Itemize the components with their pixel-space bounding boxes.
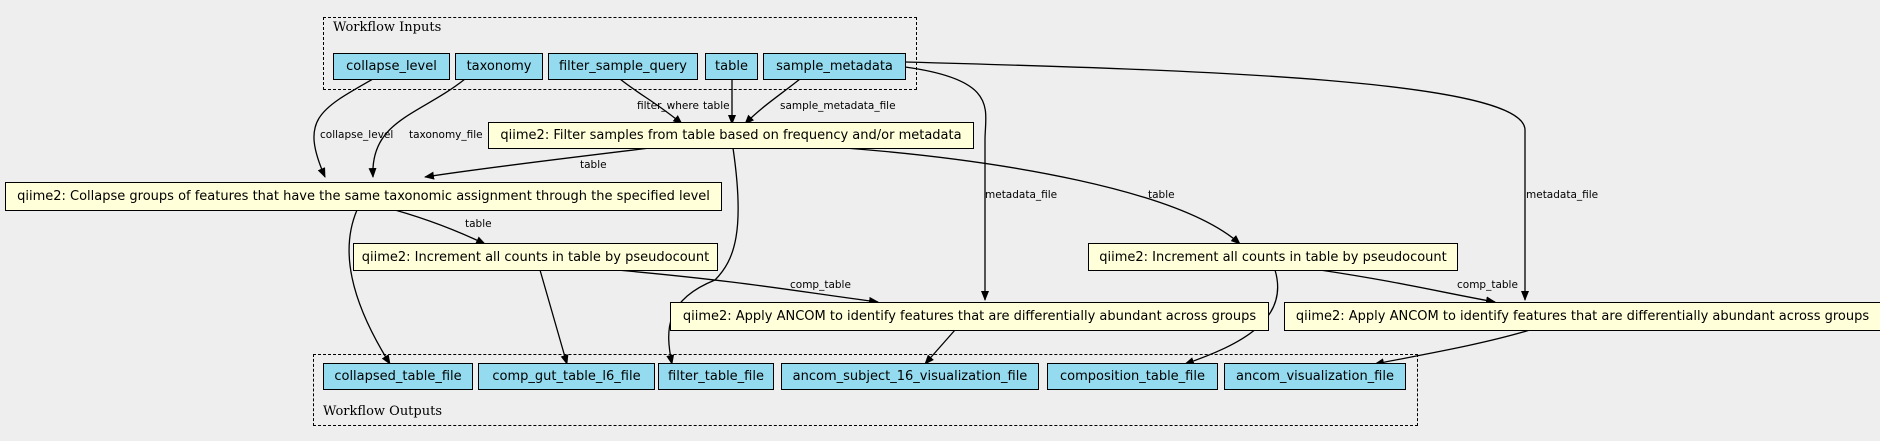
input-filter-sample-query[interactable]: filter_sample_query xyxy=(548,53,698,80)
workflow-inputs-cluster: Workflow Inputs xyxy=(323,17,917,90)
edge-filter-to-filter-out xyxy=(666,147,739,365)
edge-pseudo-left-to-comp-out xyxy=(539,269,569,365)
edge-label-metadata-file-middle: metadata_file xyxy=(985,189,1058,201)
edge-label-table-in: table xyxy=(703,100,730,112)
edge-label-metadata-file-right: metadata_file xyxy=(1526,189,1599,201)
edge-label-sample-metadata-file: sample_metadata_file xyxy=(780,100,896,112)
edge-taxonomy-to-collapse xyxy=(368,78,466,178)
edge-label-collapse-level: collapse_level xyxy=(320,129,394,141)
edge-metadata-to-ancom-right xyxy=(904,61,1529,301)
edge-filter-to-collapse xyxy=(424,147,651,180)
input-table[interactable]: table xyxy=(705,53,758,80)
workflow-inputs-title: Workflow Inputs xyxy=(333,20,442,35)
edge-ancom-right-to-ancomvis-out xyxy=(1374,329,1531,367)
output-ancom-subject-16-visualization-file[interactable]: ancom_subject_16_visualization_file xyxy=(781,363,1039,390)
edge-label-comp-table-right: comp_table xyxy=(1457,279,1518,291)
edge-collapse-level-to-collapse xyxy=(313,78,374,178)
step-ancom-right[interactable]: qiime2: Apply ANCOM to identify features… xyxy=(1284,302,1880,331)
edge-metadata-to-ancom-middle xyxy=(904,66,989,301)
input-taxonomy[interactable]: taxonomy xyxy=(455,53,543,80)
step-filter-samples[interactable]: qiime2: Filter samples from table based … xyxy=(488,122,974,149)
workflow-outputs-cluster: Workflow Outputs xyxy=(313,354,1418,426)
edge-filter-to-pseudo-right xyxy=(844,147,1241,245)
edge-metadata-to-filter xyxy=(744,78,801,125)
output-comp-gut-table-l6-file[interactable]: comp_gut_table_l6_file xyxy=(478,363,655,390)
edge-label-taxonomy-file: taxonomy_file xyxy=(409,129,483,141)
edge-label-table-to-pseudo-right: table xyxy=(1148,189,1175,201)
step-pseudocount-left[interactable]: qiime2: Increment all counts in table by… xyxy=(353,243,718,271)
edge-label-table-to-collapse: table xyxy=(580,159,607,171)
edge-ancom-middle-to-ancom16-out xyxy=(924,329,956,365)
step-collapse-taxa[interactable]: qiime2: Collapse groups of features that… xyxy=(5,182,722,211)
edge-label-comp-table-middle: comp_table xyxy=(790,279,851,291)
edge-label-table-to-pseudo-left: table xyxy=(465,218,492,230)
workflow-outputs-title: Workflow Outputs xyxy=(323,404,442,419)
edge-label-filter-where: filter_where xyxy=(637,100,699,112)
output-ancom-visualization-file[interactable]: ancom_visualization_file xyxy=(1224,363,1406,390)
edge-collapse-to-pseudo-left xyxy=(394,209,486,245)
output-composition-table-file[interactable]: composition_table_file xyxy=(1047,363,1218,390)
edge-collapse-to-collapsed-out xyxy=(348,209,391,365)
step-pseudocount-right[interactable]: qiime2: Increment all counts in table by… xyxy=(1088,243,1458,271)
edge-filter-query-to-filter xyxy=(619,78,683,125)
input-collapse-level[interactable]: collapse_level xyxy=(333,53,450,80)
step-ancom-middle[interactable]: qiime2: Apply ANCOM to identify features… xyxy=(670,302,1269,331)
output-collapsed-table-file[interactable]: collapsed_table_file xyxy=(323,363,473,390)
output-filter-table-file[interactable]: filter_table_file xyxy=(658,363,774,390)
edge-pseudo-right-to-ancom-right xyxy=(1319,269,1496,305)
edge-pseudo-left-to-ancom-middle xyxy=(616,269,879,305)
input-sample-metadata[interactable]: sample_metadata xyxy=(763,53,906,80)
